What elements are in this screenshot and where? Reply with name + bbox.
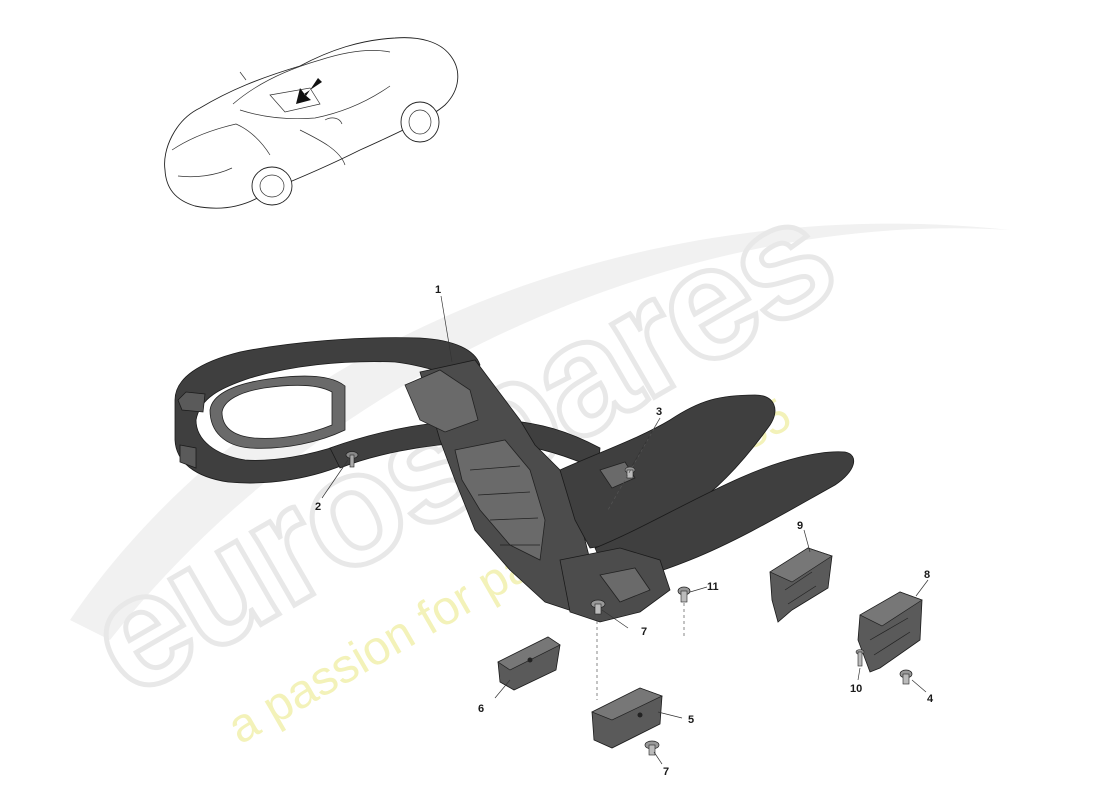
console-frame-part-1 <box>174 337 855 623</box>
callout-labels: 1 2 3 4 5 6 7 7 8 9 10 11 <box>315 284 934 778</box>
fastener-11-bolt <box>677 586 691 603</box>
callout-4: 4 <box>927 693 934 705</box>
fastener-7-upper-bolt <box>590 599 606 615</box>
callout-9: 9 <box>797 520 803 532</box>
bracket-part-8 <box>857 591 923 673</box>
fastener-7-lower-bolt <box>644 740 660 756</box>
fastener-3-clip <box>624 466 636 479</box>
bracket-part-5 <box>591 687 663 749</box>
bracket-part-6 <box>497 636 561 691</box>
callout-3: 3 <box>656 406 662 418</box>
fastener-4-bolt <box>899 669 913 685</box>
leader-lines <box>321 295 929 765</box>
callout-11: 11 <box>707 581 719 593</box>
callout-8: 8 <box>924 569 930 581</box>
callout-7-upper: 7 <box>641 626 647 638</box>
fastener-2-screw <box>345 451 359 468</box>
bracket-part-9 <box>769 547 833 623</box>
callout-7-lower: 7 <box>663 766 669 778</box>
callout-10: 10 <box>850 683 862 695</box>
callout-5: 5 <box>688 714 694 726</box>
fastener-10-screw <box>855 649 865 667</box>
callout-2: 2 <box>315 501 321 513</box>
locator-arrow-icon <box>296 78 322 104</box>
callout-6: 6 <box>478 703 484 715</box>
vehicle-locator-illustration <box>164 37 459 209</box>
callout-1: 1 <box>435 284 441 296</box>
